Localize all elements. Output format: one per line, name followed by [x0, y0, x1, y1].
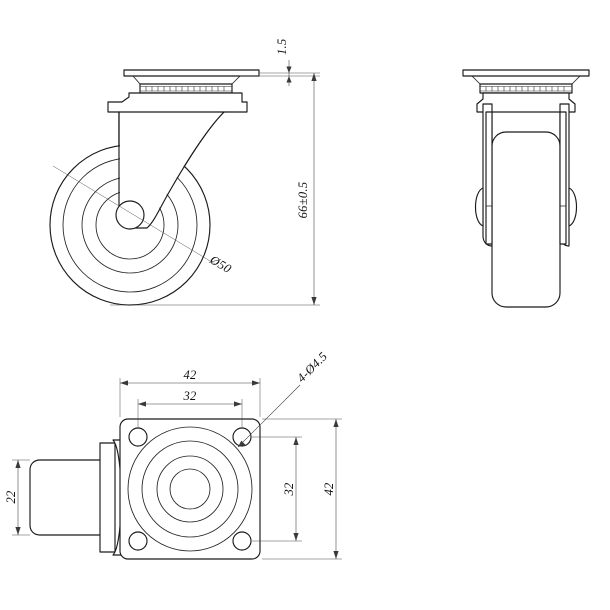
side-wheel-body — [491, 131, 561, 308]
dimension-hole-spacing-vertical: 32 — [282, 437, 299, 541]
side-swivel-head — [476, 92, 576, 113]
bolt-hole-bottom-right — [232, 531, 252, 551]
side-fork-overlays — [485, 111, 567, 245]
bottom-view — [29, 418, 261, 560]
dim-label-hole-spacing-vertical: 32 — [282, 482, 296, 496]
dim-label-plate-width: 42 — [183, 368, 196, 382]
wheel-diameter-line — [52, 165, 216, 265]
side-view — [462, 69, 590, 308]
bottom-raceway-inner — [156, 455, 224, 523]
dimension-plate-width: 42 — [120, 368, 260, 386]
dimension-overall-height: 66±0.5 — [296, 73, 317, 305]
bottom-extension-lines-right — [252, 418, 342, 560]
bolt-hole-bottom-left — [128, 531, 148, 551]
bottom-stem-collar — [99, 442, 116, 553]
front-axle-hub — [115, 200, 145, 230]
dimension-swivel-offset: 22 — [4, 459, 30, 536]
front-bearing-race — [139, 83, 233, 94]
bottom-mounting-plate — [119, 418, 261, 560]
bottom-kingpin-hole — [169, 468, 211, 510]
bottom-raceway-mid — [141, 440, 239, 538]
dim-label-hole-spacing-horizontal: 32 — [182, 389, 196, 403]
bearing-balls — [145, 86, 225, 92]
side-bearing-race — [479, 83, 573, 94]
side-bearing-balls — [485, 86, 565, 92]
dimension-hole-spacing-horizontal: 32 — [138, 389, 242, 407]
dim-label-plate-thickness: 1.5 — [275, 38, 289, 55]
bottom-swivel-stem — [29, 459, 111, 536]
dim-label-plate-depth: 42 — [322, 482, 336, 495]
dimension-plate-thickness: 1.5 — [275, 38, 292, 86]
bottom-raceway-outer — [127, 426, 253, 552]
dim-label-swivel-offset: 22 — [4, 490, 18, 503]
diameter-leader — [52, 165, 216, 265]
front-view — [49, 69, 320, 306]
bolt-hole-top-left — [128, 427, 148, 447]
dim-label-overall-height: 66±0.5 — [296, 182, 310, 219]
dimension-plate-depth: 42 — [322, 419, 339, 559]
